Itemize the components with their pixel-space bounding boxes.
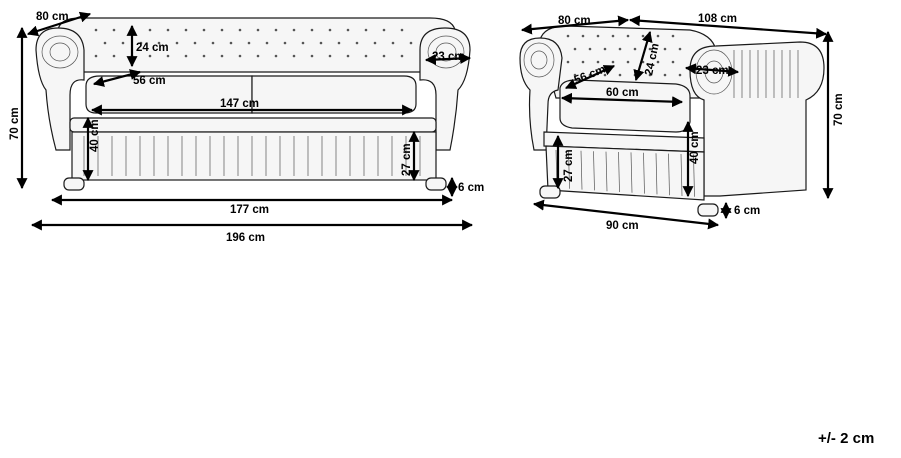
armchair-height-label: 70 cm xyxy=(833,93,845,126)
sofa-depth-label: 80 cm xyxy=(36,11,69,23)
sofa-tufting xyxy=(94,28,413,58)
armchair-arm-line xyxy=(684,63,740,77)
sofa-arm-label: 23 cm xyxy=(432,51,465,63)
armchair-backrest-line xyxy=(633,30,653,82)
sofa-front-rail xyxy=(69,117,437,133)
sofa-leg-label: 6 cm xyxy=(458,182,484,194)
armchair-depth-line xyxy=(520,15,630,35)
armchair-right-leg xyxy=(697,203,719,217)
armchair-arm-label: 23 cm xyxy=(696,65,729,77)
armchair-illustration xyxy=(519,25,825,217)
armchair-base-width-label: 90 cm xyxy=(606,220,639,232)
sofa-inner-width-label: 177 cm xyxy=(230,204,269,216)
armchair-left-arm-roll xyxy=(523,42,555,78)
tolerance-note: +/- 2 cm xyxy=(818,430,874,447)
armchair-base-height-label: 27 cm xyxy=(563,149,575,182)
sofa-arm-line xyxy=(424,52,472,66)
armchair-dimensions: 80 cm 108 cm 24 cm 56 cm 23 cm 60 cm 70 … xyxy=(520,13,845,232)
armchair-total-width-line xyxy=(628,15,828,39)
armchair-seat-width-line xyxy=(560,92,684,108)
sofa-total-width-label: 196 cm xyxy=(226,232,265,244)
sofa-seat-depth-line xyxy=(92,69,142,87)
sofa-base-height-label: 27 cm xyxy=(401,143,413,176)
armchair-seat-height-label: 40 cm xyxy=(689,131,701,164)
armchair-seat-depth-line xyxy=(565,65,615,89)
sofa-right-leg xyxy=(425,177,447,191)
sofa-dimensions: 80 cm 24 cm 23 cm 56 cm 147 cm 70 cm 40 … xyxy=(9,11,484,244)
sofa-left-leg xyxy=(63,177,85,191)
sofa-seat-depth-label: 56 cm xyxy=(133,75,166,87)
sofa-height-label: 70 cm xyxy=(9,107,21,140)
sofa-backrest xyxy=(57,17,456,73)
armchair-leg-label: 6 cm xyxy=(734,205,760,217)
sofa-backrest-label: 24 cm xyxy=(136,42,169,54)
sofa-depth-line xyxy=(26,11,92,37)
armchair-base-width-line xyxy=(532,199,720,230)
armchair-total-width-label: 108 cm xyxy=(698,13,737,25)
sofa-pleats xyxy=(83,136,421,176)
sofa-seat-width-label: 147 cm xyxy=(220,98,259,110)
sofa-right-arm-roll xyxy=(427,35,465,69)
armchair-seat-width-label: 60 cm xyxy=(606,87,639,99)
armchair-depth-label: 80 cm xyxy=(558,15,591,27)
sofa-seat-height-label: 40 cm xyxy=(89,119,101,152)
sofa-base xyxy=(71,131,437,181)
armchair-left-arm xyxy=(519,37,563,151)
sofa-right-cushion xyxy=(251,75,417,114)
armchair-pleats xyxy=(555,149,695,197)
